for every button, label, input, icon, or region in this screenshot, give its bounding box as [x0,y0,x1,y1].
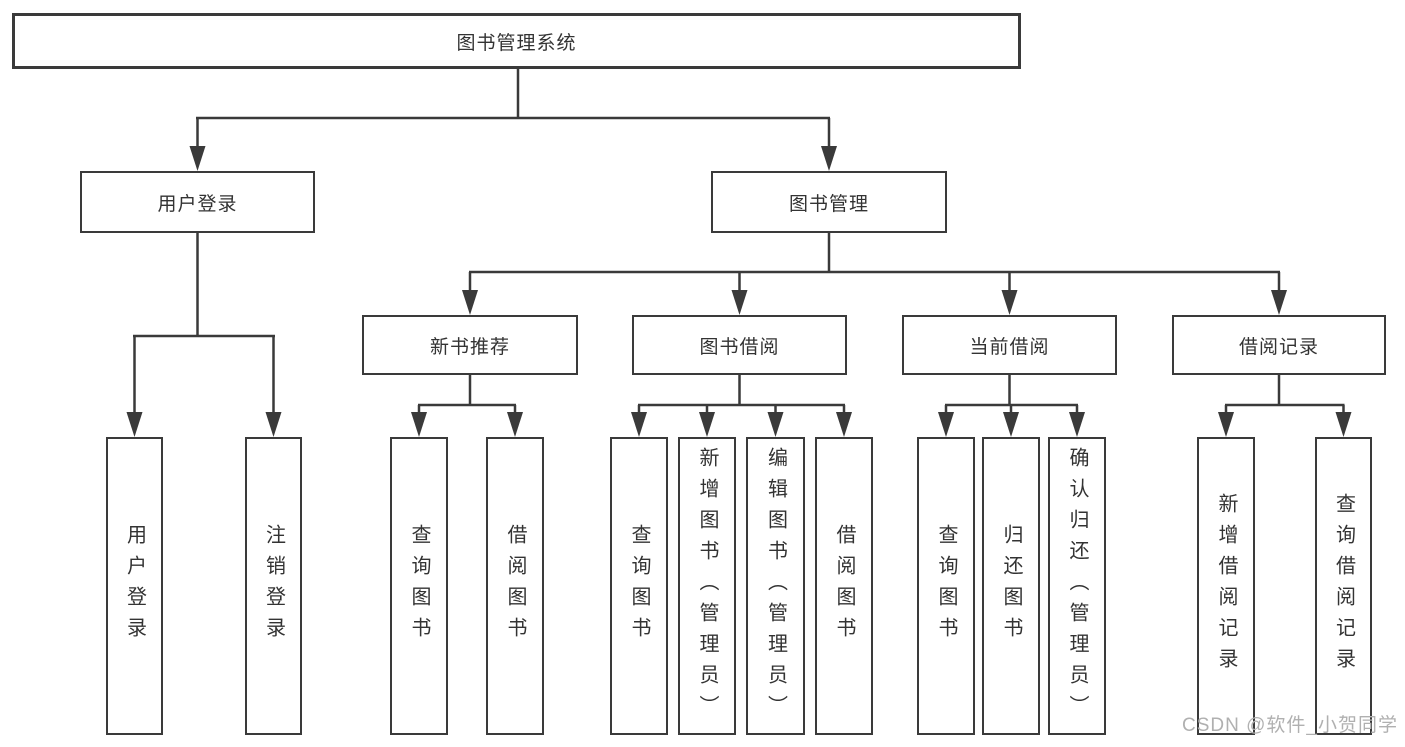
arrow-down-icon [1069,412,1085,437]
leaf-query-books-3: 查询图书 [917,437,975,735]
node-label: 当前借阅 [969,336,1050,358]
node-label: 新书推荐 [429,336,510,358]
leaf-user-login: 用户登录 [106,437,163,735]
node-new-book-recommend: 新书推荐 [362,315,578,375]
node-label: 查询借阅记录 [1332,493,1355,679]
leaf-query-books-2: 查询图书 [610,437,668,735]
node-label: 用户登录 [157,193,238,215]
node-label: 用户登录 [123,524,146,648]
node-borrow-records: 借阅记录 [1172,315,1386,375]
connector-new-book [417,375,517,418]
connector-current-borrow [944,375,1079,418]
node-label: 借阅记录 [1238,336,1319,358]
leaf-confirm-return-admin: 确认归还（管理员） [1048,437,1106,735]
leaf-add-books-admin: 新增图书（管理员） [678,437,736,735]
arrow-down-icon [1001,290,1018,315]
leaf-query-books-1: 查询图书 [390,437,448,735]
node-label: 查询图书 [628,524,650,648]
connector-book-management [468,233,1281,296]
connector-book-borrow [637,375,846,418]
arrow-down-icon [265,412,282,437]
arrow-down-icon [699,412,715,437]
arrow-down-icon [821,146,837,171]
arrow-down-icon [1271,290,1287,315]
node-label: 图书管理 [788,193,869,215]
node-book-borrow: 图书借阅 [632,315,847,375]
connector-root [196,69,831,152]
arrow-down-icon [1218,412,1234,437]
node-user-login: 用户登录 [80,171,315,233]
node-label: 查询图书 [935,524,957,648]
arrow-down-icon [411,412,427,437]
leaf-logout: 注销登录 [245,437,302,735]
leaf-query-borrow-record: 查询借阅记录 [1315,437,1372,735]
node-label: 归还图书 [1000,524,1022,648]
node-label: 新增图书（管理员） [696,446,718,726]
arrow-down-icon [507,412,523,437]
arrow-down-icon [126,412,143,437]
node-label: 查询图书 [408,524,430,648]
connector-user-login [133,233,275,418]
arrow-down-icon [1003,412,1019,437]
arrow-down-icon [189,146,206,171]
node-label: 确认归还（管理员） [1066,446,1088,726]
arrow-down-icon [836,412,852,437]
node-label: 注销登录 [262,524,285,648]
arrow-down-icon [731,290,748,315]
node-label: 借阅图书 [504,524,526,648]
node-book-management: 图书管理 [711,171,947,233]
leaf-add-borrow-record: 新增借阅记录 [1197,437,1255,735]
node-label: 编辑图书（管理员） [764,446,787,726]
leaf-edit-books-admin: 编辑图书（管理员） [746,437,805,735]
arrow-down-icon [631,412,647,437]
arrow-down-icon [767,412,784,437]
leaf-borrow-books-2: 借阅图书 [815,437,873,735]
node-current-borrow: 当前借阅 [902,315,1117,375]
arrow-down-icon [1335,412,1352,437]
node-label: 图书借阅 [699,336,780,358]
leaf-return-books: 归还图书 [982,437,1040,735]
node-root-system: 图书管理系统 [12,13,1021,69]
node-label: 借阅图书 [833,524,855,648]
connector-borrow-records [1224,375,1345,418]
csdn-watermark: CSDN @软件_小贺同学 [1182,715,1398,736]
arrow-down-icon [938,412,954,437]
node-label: 新增借阅记录 [1215,493,1237,679]
leaf-borrow-books-1: 借阅图书 [486,437,544,735]
node-label: 图书管理系统 [456,32,577,54]
arrow-down-icon [462,290,478,315]
